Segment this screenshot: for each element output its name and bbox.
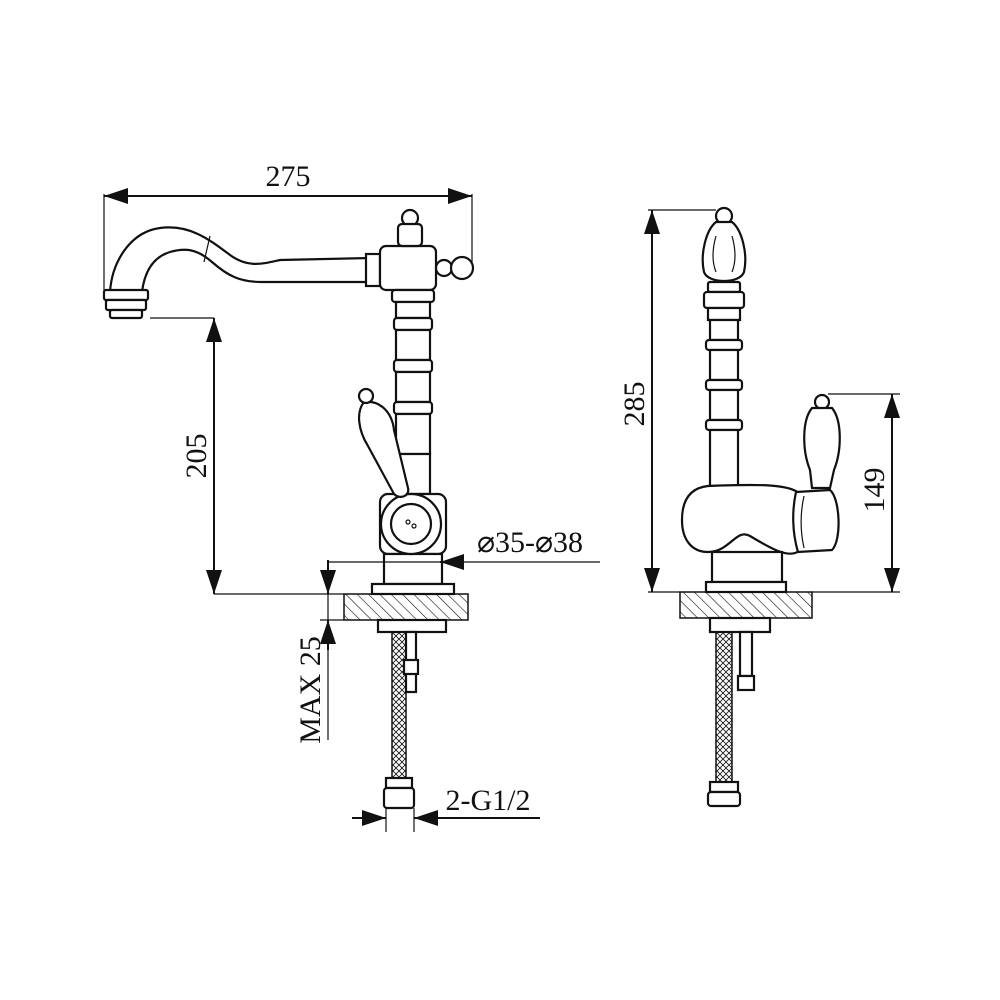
spout [102, 226, 382, 320]
dim-spout-height: 205 [150, 317, 344, 595]
dim-label-max25: MAX 25 [294, 636, 327, 744]
dim-max-thickness: MAX 25 [294, 560, 344, 744]
dim-label-205: 205 [180, 434, 213, 479]
dim-label-285: 285 [618, 382, 651, 427]
supply-hoses-left [382, 630, 420, 810]
front-handle [792, 393, 841, 554]
supply-hoses-right [706, 630, 756, 808]
mounting-nut-left [376, 618, 448, 634]
mounting-nut-right [708, 616, 772, 634]
side-view: 275 205 ⌀35-⌀38 MAX 25 [102, 160, 600, 832]
dim-label-connection: 2-G1/2 [446, 784, 531, 817]
front-column [701, 206, 747, 488]
lever-handle [357, 387, 443, 556]
dim-handle-height: 149 [812, 393, 900, 593]
countertop-left [343, 593, 469, 621]
dim-overall-height: 285 [618, 209, 716, 593]
dim-label-149: 149 [858, 468, 891, 513]
dim-label-275: 275 [266, 160, 311, 193]
dim-label-hole: ⌀35-⌀38 [477, 526, 583, 559]
dim-connection: 2-G1/2 [352, 784, 540, 832]
front-view: 285 149 [618, 206, 900, 808]
front-body [680, 483, 802, 594]
dim-hole-diameter: ⌀35-⌀38 [328, 526, 600, 570]
countertop-right [679, 591, 813, 619]
dim-overall-width: 275 [103, 160, 473, 290]
